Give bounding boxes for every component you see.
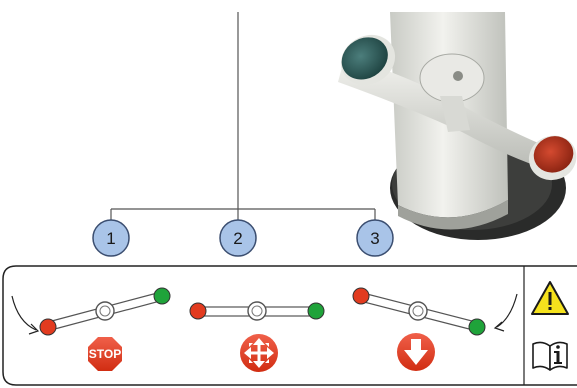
callout-3-label: 3 [370, 229, 379, 248]
callout-2-label: 2 [233, 229, 242, 248]
red-knob [352, 287, 370, 305]
lever-tilted-left [39, 287, 171, 336]
callout-3: 3 [356, 219, 394, 257]
callout-2: 2 [219, 219, 257, 257]
rotation-arrow-right [496, 293, 518, 328]
position-stop: STOP [11, 287, 171, 371]
callout-1: 1 [92, 219, 130, 257]
manual-info-icon [532, 341, 568, 371]
position-legend-panel [2, 265, 577, 386]
position-lowering [352, 287, 518, 371]
green-knob [307, 302, 325, 320]
four-way-arrows-icon [240, 334, 278, 372]
red-knob [39, 318, 57, 336]
red-knob [189, 302, 207, 320]
position-free-movement [189, 301, 325, 372]
warning-triangle-icon [531, 281, 569, 315]
down-arrow-icon [397, 333, 435, 371]
stop-sign-icon: STOP [88, 337, 122, 371]
rotation-arrow-left [11, 295, 37, 331]
control-handle-photo [40, 0, 577, 262]
lever-horizontal [189, 301, 325, 321]
lever-tilted-right [352, 287, 486, 336]
green-knob [153, 287, 171, 305]
callout-1-label: 1 [106, 229, 115, 248]
green-knob [468, 318, 486, 336]
stop-sign-label: STOP [89, 347, 121, 361]
